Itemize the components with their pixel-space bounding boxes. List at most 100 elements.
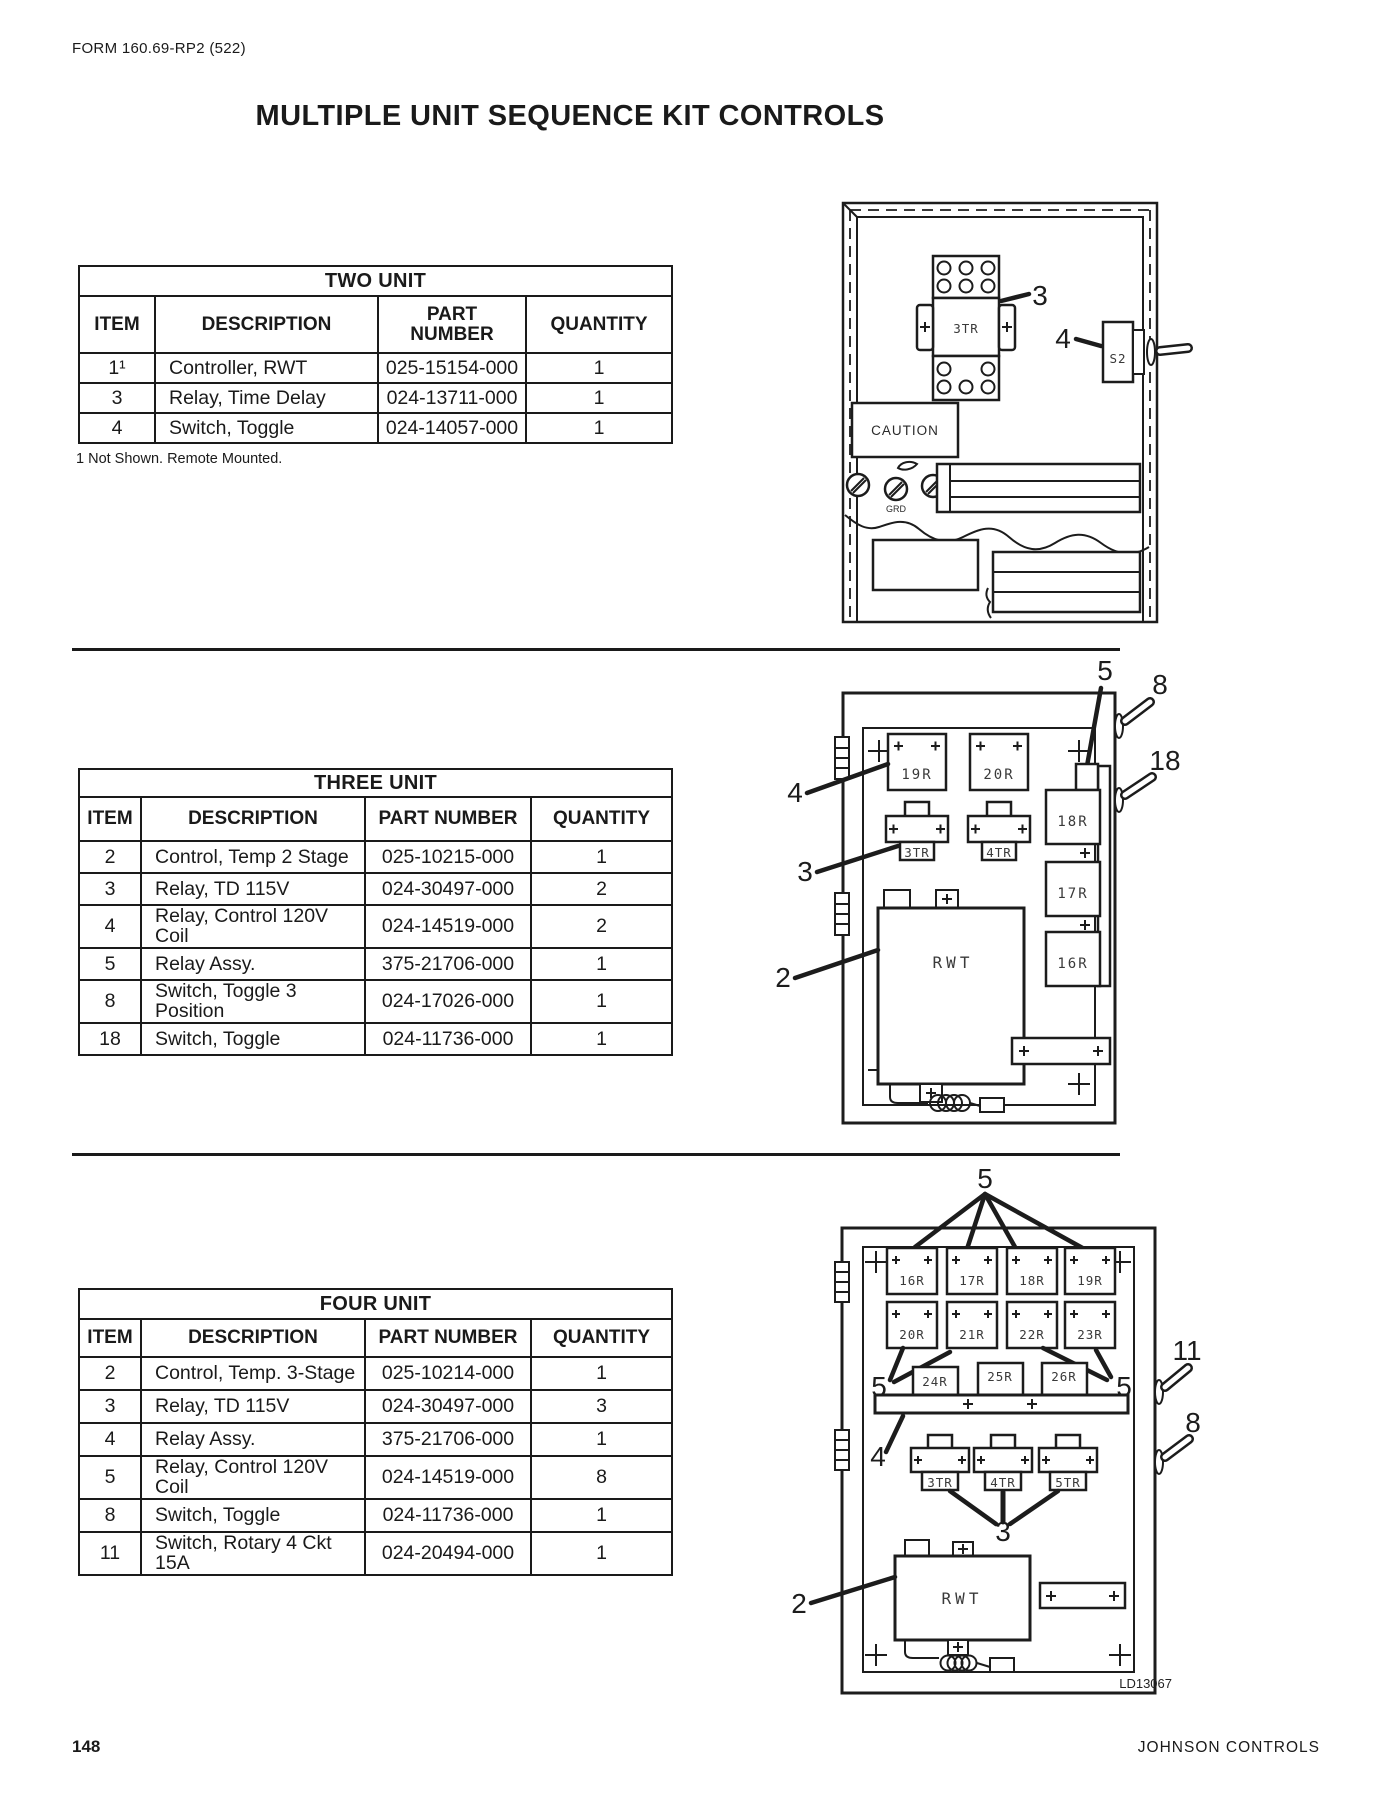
table-row: 4 Switch, Toggle 024-14057-000 1 bbox=[78, 412, 673, 444]
table-title-row: THREE UNIT bbox=[78, 768, 673, 798]
corner-marks bbox=[865, 1251, 1131, 1666]
table-row: 5 Relay Assy. 375-21706-000 1 bbox=[78, 946, 673, 981]
terminal-plus-marks bbox=[958, 1544, 968, 1554]
relay-label: 19R bbox=[1077, 1273, 1103, 1288]
timer-relay-3tr: 3TR bbox=[884, 800, 950, 862]
description-cell: Switch, Rotary 4 Ckt 15A bbox=[140, 1530, 366, 1576]
callout-controller: 2 bbox=[791, 1588, 807, 1619]
table-row: 11 Switch, Rotary 4 Ckt 15A 024-20494-00… bbox=[78, 1530, 673, 1576]
figure-id: LD13067 bbox=[1119, 1676, 1172, 1691]
relay-label: 21R bbox=[959, 1327, 985, 1342]
part-number-cell: 024-17026-000 bbox=[364, 978, 532, 1024]
part-number-cell: 024-30497-000 bbox=[364, 872, 532, 906]
part-number-cell: 024-20494-000 bbox=[364, 1530, 532, 1576]
relay-label: 3TR bbox=[927, 1475, 953, 1490]
terminal-plus-marks bbox=[971, 824, 1027, 834]
callout-leader bbox=[1007, 1488, 1061, 1527]
hinge bbox=[834, 1429, 850, 1471]
relay-label: 18R bbox=[1057, 814, 1088, 830]
terminal-strip bbox=[935, 462, 1142, 514]
toggle-switch-3-position bbox=[1114, 697, 1155, 739]
col-header-part-number: PART NUMBER bbox=[364, 1318, 532, 1358]
col-header-item: ITEM bbox=[78, 295, 156, 354]
callout-leader bbox=[1093, 1347, 1114, 1380]
lower-equipment bbox=[871, 538, 1142, 619]
description-cell: Control, Temp. 3-Stage bbox=[140, 1356, 366, 1391]
relay-label: 20R bbox=[983, 767, 1014, 783]
callout-leader bbox=[804, 761, 891, 796]
terminal-plus-marks bbox=[976, 741, 1022, 751]
item-cell: 11 bbox=[78, 1530, 142, 1576]
description-cell: Relay, Control 120V Coil bbox=[140, 1455, 366, 1500]
col-header-item: ITEM bbox=[78, 1318, 142, 1358]
four-unit-table: FOUR UNIT ITEM DESCRIPTION PART NUMBER Q… bbox=[78, 1288, 673, 1576]
caution-text: CAUTION bbox=[871, 423, 939, 438]
callout-leader bbox=[814, 843, 901, 875]
control-relay-20r: 20R bbox=[968, 732, 1030, 792]
controller-rwt: RWT bbox=[893, 1539, 1032, 1656]
callout-rotary-switch: 11 bbox=[1172, 1335, 1201, 1366]
control-relay-19r: 19R bbox=[886, 732, 948, 792]
part-number-cell: 024-11736-000 bbox=[364, 1497, 532, 1533]
timer-relay-5tr: 5TR bbox=[1037, 1433, 1099, 1492]
terminal-block bbox=[1010, 1036, 1112, 1066]
toggle-switch-s2: S2 bbox=[1101, 320, 1193, 384]
part-number-cell: 375-21706-000 bbox=[364, 946, 532, 981]
callout-toggle-switch: 4 bbox=[1055, 323, 1071, 354]
quantity-cell: 1 bbox=[530, 1422, 673, 1457]
callout-toggle-switch: 8 bbox=[1185, 1407, 1201, 1438]
table-title: THREE UNIT bbox=[78, 768, 673, 798]
time-delay-relay-3tr: 3TR bbox=[915, 254, 1017, 402]
callout-toggle: 18 bbox=[1149, 745, 1180, 776]
relay-row-1: 16R 17R 18R 19R bbox=[885, 1246, 1117, 1296]
relay-label: 17R bbox=[1057, 886, 1088, 902]
part-number-cell: 025-10214-000 bbox=[364, 1356, 532, 1391]
table-row: 4 Relay, Control 120V Coil 024-14519-000… bbox=[78, 904, 673, 949]
sequence-relay-17r: 17R bbox=[1044, 860, 1102, 918]
quantity-cell: 1 bbox=[530, 1356, 673, 1391]
table-row: 2 Control, Temp 2 Stage 025-10215-000 1 bbox=[78, 840, 673, 874]
col-header-description: DESCRIPTION bbox=[140, 1318, 366, 1358]
terminal-plus-marks bbox=[963, 1399, 1037, 1409]
item-cell: 2 bbox=[78, 840, 142, 874]
quantity-cell: 1 bbox=[525, 352, 673, 384]
item-cell: 4 bbox=[78, 412, 156, 444]
callout-timer-relay: 3 bbox=[995, 1516, 1011, 1547]
callout-leader bbox=[1073, 336, 1104, 349]
relay-label: 16R bbox=[1057, 956, 1088, 972]
timer-relay-4tr: 4TR bbox=[966, 800, 1032, 862]
coil-and-wire bbox=[904, 1640, 1015, 1673]
item-cell: 5 bbox=[78, 946, 142, 981]
hinge bbox=[834, 892, 850, 936]
relay-label: 3TR bbox=[904, 845, 930, 860]
section-divider bbox=[72, 648, 1120, 651]
part-number-cell: 025-10215-000 bbox=[364, 840, 532, 874]
relay-label: 4TR bbox=[990, 1475, 1016, 1490]
relay-label: 23R bbox=[1077, 1327, 1103, 1342]
item-cell: 18 bbox=[78, 1021, 142, 1056]
description-cell: Switch, Toggle 3 Position bbox=[140, 978, 366, 1024]
toggle-switch bbox=[1154, 1434, 1194, 1475]
description-cell: Control, Temp 2 Stage bbox=[140, 840, 366, 874]
description-cell: Relay Assy. bbox=[140, 946, 366, 981]
sequence-relay-18r: 18R bbox=[1044, 788, 1102, 846]
controller-rwt: RWT bbox=[876, 889, 1026, 1103]
timer-relay-4tr: 4TR bbox=[972, 1433, 1034, 1492]
quantity-cell: 1 bbox=[530, 840, 673, 874]
description-cell: Relay Assy. bbox=[140, 1422, 366, 1457]
switch-label: S2 bbox=[1109, 351, 1126, 366]
quantity-cell: 1 bbox=[530, 978, 673, 1024]
callout-time-delay-relay: 3 bbox=[1032, 280, 1048, 311]
terminal-plus-marks bbox=[889, 824, 945, 834]
timer-relay-3tr: 3TR bbox=[909, 1433, 971, 1492]
relay-label: 17R bbox=[959, 1273, 985, 1288]
col-header-description: DESCRIPTION bbox=[154, 295, 379, 354]
col-header-item: ITEM bbox=[78, 796, 142, 842]
caution-label-plate: CAUTION bbox=[850, 401, 960, 459]
table-title-row: TWO UNIT bbox=[78, 265, 673, 297]
quantity-cell: 1 bbox=[530, 1530, 673, 1576]
hinge bbox=[834, 736, 850, 780]
table-title: TWO UNIT bbox=[78, 265, 673, 297]
table-row: 3 Relay, TD 115V 024-30497-000 3 bbox=[78, 1389, 673, 1424]
